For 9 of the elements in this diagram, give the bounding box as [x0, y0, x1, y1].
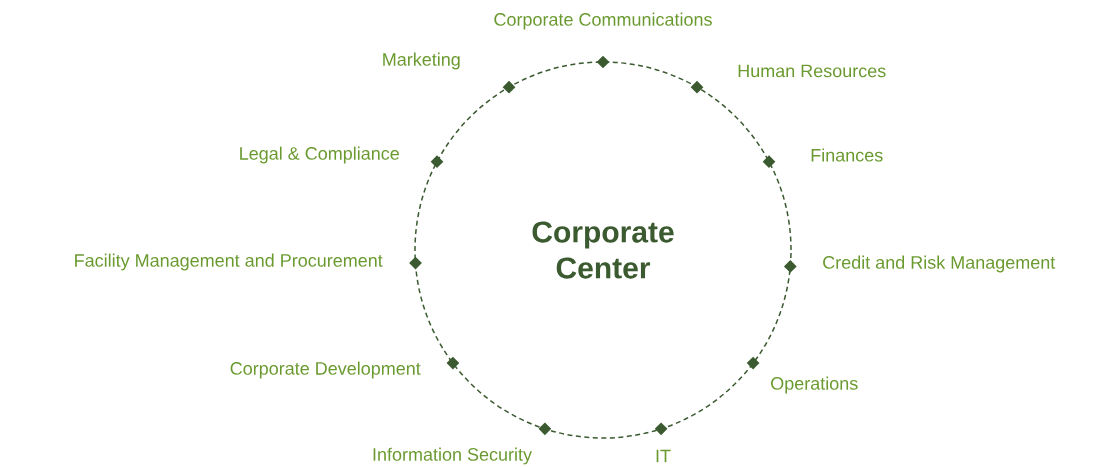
department-label: Corporate Communications: [494, 12, 712, 30]
department-label: Facility Management and Procurement: [75, 253, 383, 271]
department-label: Information Security: [373, 447, 532, 465]
department-label: Marketing: [383, 52, 460, 70]
department-label: Credit and Risk Management: [823, 255, 1056, 273]
department-label: Finances: [811, 148, 883, 162]
department-label: Operations: [771, 376, 858, 394]
department-label: Corporate Development: [230, 361, 421, 379]
department-label: Human Resources: [738, 64, 886, 78]
